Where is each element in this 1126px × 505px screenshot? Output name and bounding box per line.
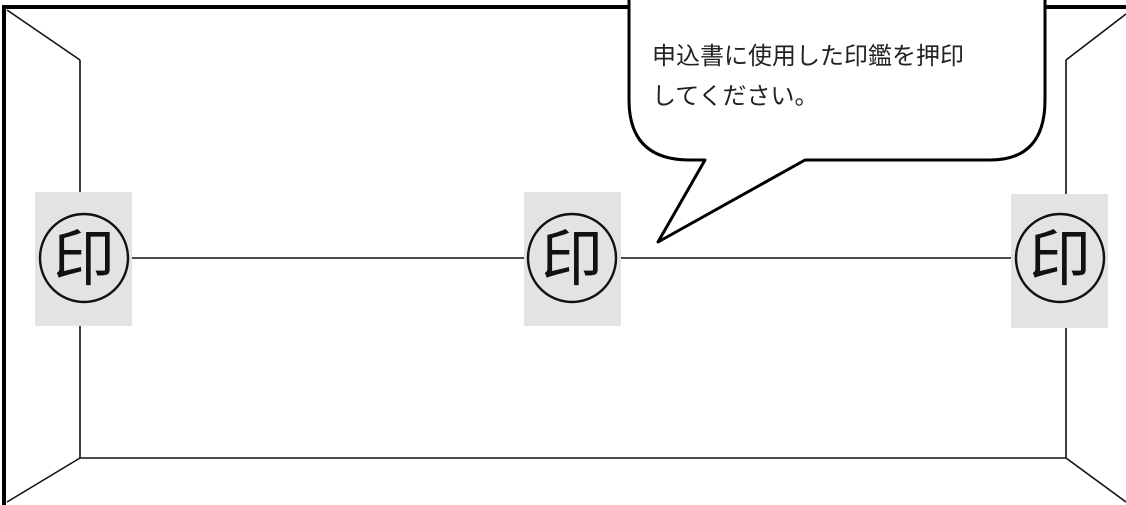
seal-left-circle: [38, 212, 130, 304]
seal-right-background: [1011, 194, 1108, 328]
callout-bubble: [627, 0, 1047, 244]
seal-center: 印: [524, 192, 621, 326]
callout-text-line2: してください。: [652, 82, 819, 110]
corner-line-bottom-right: [1065, 457, 1126, 503]
corner-line-top-left: [6, 9, 81, 61]
callout-text-line1: 申込書に使用した印鑑を押印: [652, 42, 964, 70]
seal-center-circle: [526, 212, 618, 304]
seal-center-glyph: 印: [541, 222, 603, 295]
seal-left: 印: [35, 192, 132, 326]
seal-right: 印: [1011, 194, 1108, 328]
seal-right-glyph: 印: [1029, 222, 1091, 295]
corner-line-bottom-left: [6, 457, 81, 503]
seal-right-circle: [1014, 212, 1106, 304]
seal-left-glyph: 印: [53, 222, 115, 295]
corner-line-top-right: [1065, 13, 1126, 61]
